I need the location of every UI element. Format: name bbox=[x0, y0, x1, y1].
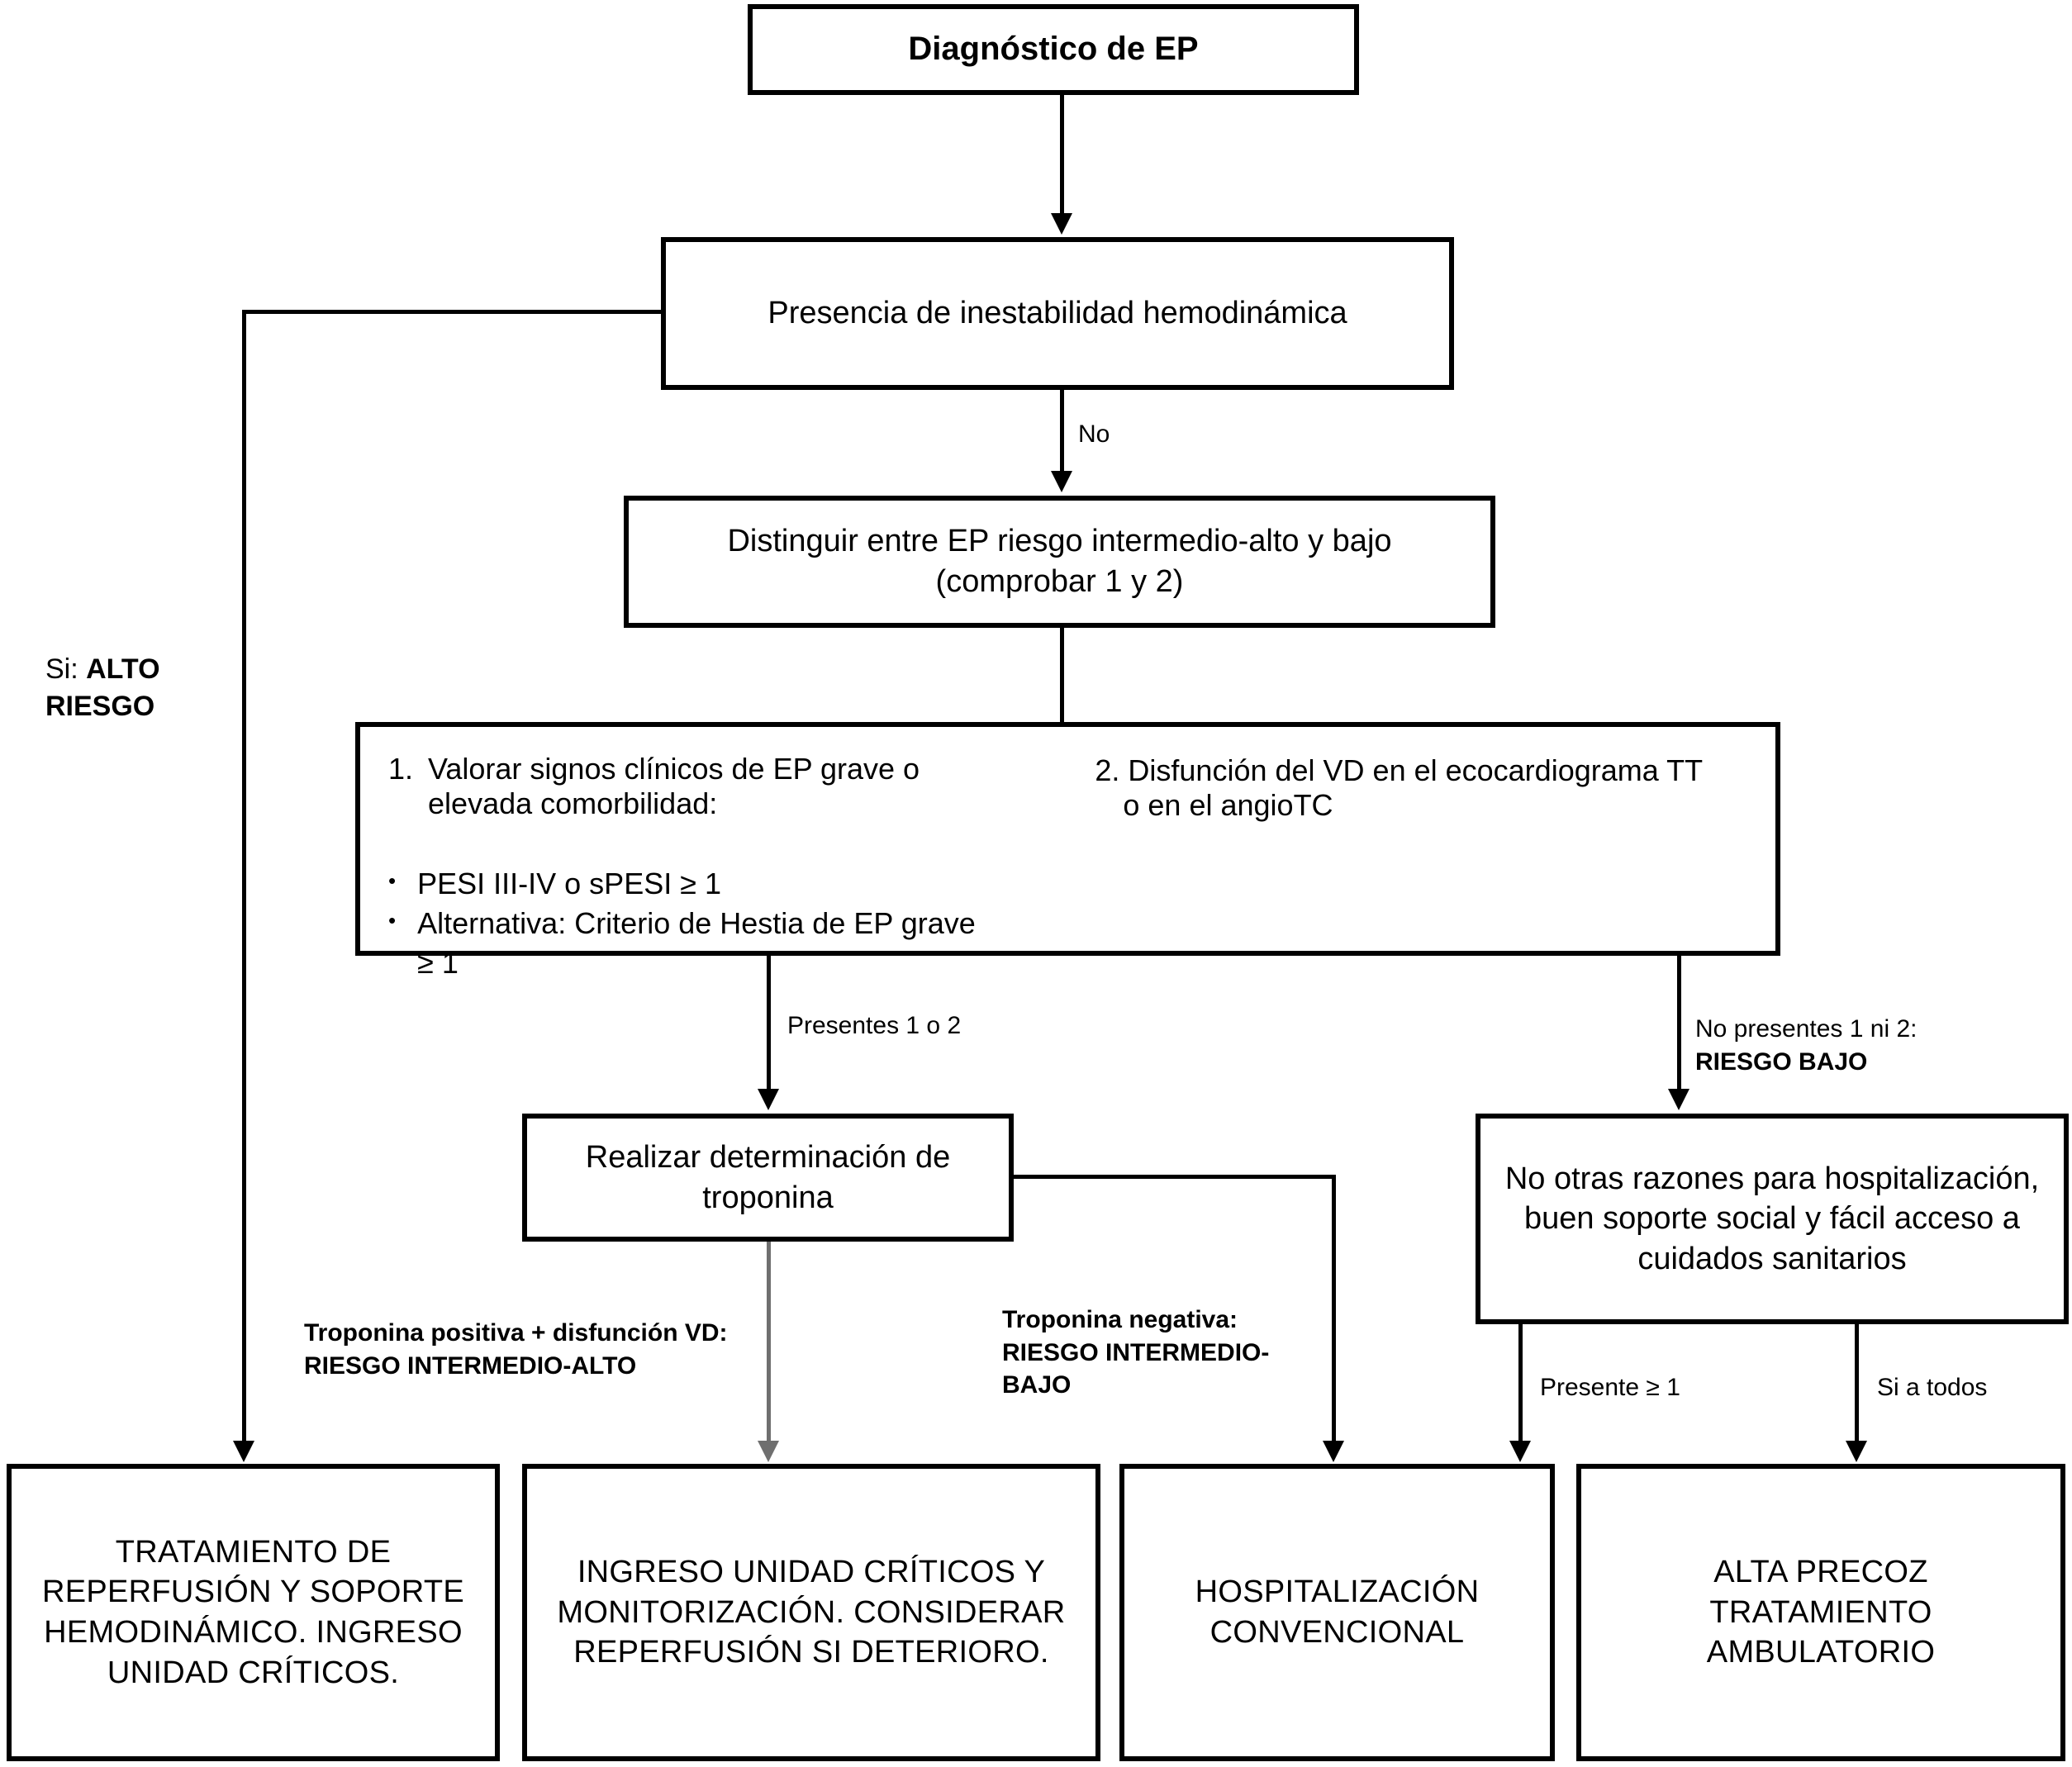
outcome-hosp-line1: HOSPITALIZACIÓN bbox=[1195, 1575, 1480, 1610]
edge-label-no-presentes: No presentes 1 ni 2: RIESGO BAJO bbox=[1695, 1013, 1918, 1078]
edge-label-si-alto-riesgo-line1: Si: ALTO bbox=[45, 653, 160, 685]
box-diagnostico-ep: Diagnóstico de EP bbox=[748, 4, 1359, 95]
bullet-glyph-icon: • bbox=[388, 868, 397, 893]
box-determinacion-troponina: Realizar determinación de troponina bbox=[522, 1114, 1014, 1242]
criterio-1-bullets: • PESI III-IV o sPESI ≥ 1 • Alternativa:… bbox=[388, 864, 1095, 984]
arrowhead-lowrisk-to-alta-precoz-icon bbox=[1846, 1441, 1867, 1462]
criterio-2-line1: 2. Disfunción del VD en el ecocardiogram… bbox=[1095, 753, 1704, 787]
connector-troponina-negativa-vertical bbox=[1332, 1175, 1336, 1443]
criterio-1-bullet-1: • PESI III-IV o sPESI ≥ 1 bbox=[388, 864, 1095, 904]
edge-label-no: No bbox=[1078, 420, 1110, 448]
edge-label-troponina-positiva-line2: RIESGO INTERMEDIO-ALTO bbox=[304, 1351, 637, 1380]
criterio-1-text: Valorar signos clínicos de EP grave o el… bbox=[428, 752, 920, 821]
arrowhead-criteria-to-troponina-icon bbox=[758, 1089, 779, 1110]
box-outcome-icu-monitor-text: INGRESO UNIDAD CRÍTICOS Y MONITORIZACIÓN… bbox=[545, 1552, 1076, 1673]
criterio-1-bullet-1-label: PESI III-IV o sPESI ≥ 1 bbox=[417, 867, 722, 900]
connector-si-alto-riesgo-vertical bbox=[242, 310, 246, 1443]
edge-label-si-a-todos: Si a todos bbox=[1877, 1374, 1988, 1401]
criterio-1-bullet-2-line1: Alternativa: Criterio de Hestia de EP gr… bbox=[417, 906, 976, 941]
outcome-reperfusion-line1: TRATAMIENTO DE bbox=[115, 1534, 392, 1570]
box-troponina-line2: troponina bbox=[702, 1180, 834, 1215]
box-diagnostico-ep-label: Diagnóstico de EP bbox=[908, 31, 1199, 68]
connector-lowrisk-to-alta-precoz bbox=[1855, 1324, 1859, 1443]
arrowhead-si-alto-riesgo-icon bbox=[233, 1441, 254, 1462]
edge-label-troponina-negativa-line3: BAJO bbox=[1002, 1371, 1072, 1399]
box-distinguir-riesgo-line1: Distinguir entre EP riesgo intermedio-al… bbox=[727, 524, 1392, 559]
box-outcome-alta-precoz: ALTA PRECOZ TRATAMIENTO AMBULATORIO bbox=[1576, 1464, 2065, 1761]
edge-label-troponina-negativa-line2: RIESGO INTERMEDIO- bbox=[1002, 1338, 1270, 1366]
outcome-icu-line2: MONITORIZACIÓN. CONSIDERAR bbox=[557, 1594, 1066, 1630]
box-outcome-hospitalizacion: HOSPITALIZACIÓN CONVENCIONAL bbox=[1119, 1464, 1555, 1761]
box-riesgo-bajo-line3: cuidados sanitarios bbox=[1637, 1241, 1907, 1276]
box-outcome-reperfusion: TRATAMIENTO DE REPERFUSIÓN Y SOPORTE HEM… bbox=[7, 1464, 500, 1761]
box-inestabilidad-hemodinamica-label: Presencia de inestabilidad hemodinámica bbox=[767, 296, 1347, 331]
box-criterios: 1. Valorar signos clínicos de EP grave o… bbox=[355, 722, 1780, 980]
box-riesgo-bajo-criterios: No otras razones para hospitalización, b… bbox=[1476, 1114, 2069, 1324]
outcome-alta-line3: AMBULATORIO bbox=[1706, 1635, 1936, 1670]
arrowhead-troponina-negativa-icon bbox=[1323, 1441, 1344, 1462]
box-outcome-hospitalizacion-text: HOSPITALIZACIÓN CONVENCIONAL bbox=[1184, 1572, 1491, 1652]
outcome-reperfusion-line2: REPERFUSIÓN Y SOPORTE bbox=[42, 1575, 464, 1610]
outcome-reperfusion-line4: UNIDAD CRÍTICOS. bbox=[107, 1655, 400, 1690]
outcome-alta-line1: ALTA PRECOZ bbox=[1713, 1555, 1928, 1590]
outcome-icu-line1: INGRESO UNIDAD CRÍTICOS Y bbox=[577, 1555, 1046, 1590]
edge-label-si-alto-riesgo-line2: RIESGO bbox=[45, 690, 155, 722]
connector-criteria-to-troponina bbox=[767, 956, 771, 1092]
criterio-1-bullet-2-line2: ≥ 1 bbox=[417, 946, 459, 981]
criterio-1-line2: elevada comorbilidad: bbox=[428, 786, 718, 820]
box-outcome-icu-monitor: INGRESO UNIDAD CRÍTICOS Y MONITORIZACIÓN… bbox=[522, 1464, 1100, 1761]
box-troponina-line1: Realizar determinación de bbox=[585, 1139, 951, 1175]
arrowhead-criteria-to-lowrisk-icon bbox=[1668, 1089, 1689, 1110]
criterio-2-column: 2. Disfunción del VD en el ecocardiogram… bbox=[1095, 752, 1747, 823]
edge-label-no-presentes-line2: RIESGO BAJO bbox=[1695, 1047, 1868, 1076]
criterio-1: 1. Valorar signos clínicos de EP grave o… bbox=[388, 752, 1095, 821]
outcome-alta-line2: TRATAMIENTO bbox=[1709, 1594, 1932, 1630]
box-distinguir-riesgo-text: Distinguir entre EP riesgo intermedio-al… bbox=[715, 521, 1403, 601]
criterio-1-bullet-2: • Alternativa: Criterio de Hestia de EP … bbox=[388, 904, 1095, 983]
box-riesgo-bajo-criterios-text: No otras razones para hospitalización, b… bbox=[1494, 1159, 2051, 1280]
criterio-1-line1: Valorar signos clínicos de EP grave o bbox=[428, 752, 920, 786]
arrowhead-title-to-hemodynamic-icon bbox=[1051, 213, 1072, 235]
box-riesgo-bajo-line1: No otras razones para hospitalización, bbox=[1504, 1161, 2040, 1196]
edge-label-si-alto-riesgo: Si: ALTO RIESGO bbox=[45, 651, 160, 725]
connector-hemodynamic-left-horizontal bbox=[242, 310, 663, 314]
outcome-reperfusion-line3: HEMODINÁMICO. INGRESO bbox=[44, 1615, 463, 1650]
criterio-2-line2: o en el angioTC bbox=[1123, 788, 1333, 822]
edge-label-no-presentes-line1: No presentes 1 ni 2: bbox=[1695, 1015, 1918, 1043]
box-riesgo-bajo-line2: buen soporte social y fácil acceso a bbox=[1524, 1201, 2020, 1237]
box-distinguir-riesgo-line2: (comprobar 1 y 2) bbox=[935, 564, 1184, 599]
edge-label-troponina-positiva-line1: Troponina positiva + disfunción VD: bbox=[304, 1319, 728, 1347]
arrowhead-lowrisk-to-hospitalizacion-icon bbox=[1509, 1441, 1531, 1462]
criterio-1-bullet-2-label: Alternativa: Criterio de Hestia de EP gr… bbox=[417, 904, 976, 983]
connector-criteria-to-lowrisk bbox=[1677, 956, 1681, 1092]
criterio-1-column: 1. Valorar signos clínicos de EP grave o… bbox=[388, 752, 1095, 984]
connector-troponina-to-icu bbox=[767, 1242, 771, 1443]
edge-label-troponina-negativa-line1: Troponina negativa: bbox=[1002, 1306, 1238, 1333]
box-inestabilidad-hemodinamica: Presencia de inestabilidad hemodinámica bbox=[661, 237, 1454, 390]
arrowhead-hemodynamic-to-distinguish-icon bbox=[1051, 471, 1072, 492]
box-outcome-reperfusion-text: TRATAMIENTO DE REPERFUSIÓN Y SOPORTE HEM… bbox=[31, 1532, 476, 1693]
criterio-1-number: 1. bbox=[388, 752, 414, 786]
edge-label-troponina-positiva: Troponina positiva + disfunción VD: RIES… bbox=[304, 1317, 728, 1382]
box-distinguir-riesgo: Distinguir entre EP riesgo intermedio-al… bbox=[624, 496, 1495, 628]
box-determinacion-troponina-text: Realizar determinación de troponina bbox=[574, 1138, 962, 1218]
edge-label-troponina-negativa: Troponina negativa: RIESGO INTERMEDIO- B… bbox=[1002, 1304, 1269, 1402]
bullet-glyph-icon-2: • bbox=[388, 908, 397, 933]
edge-label-presente-mayor-igual-1: Presente ≥ 1 bbox=[1540, 1374, 1680, 1401]
connector-troponina-right-horizontal bbox=[1014, 1175, 1336, 1179]
box-outcome-alta-precoz-text: ALTA PRECOZ TRATAMIENTO AMBULATORIO bbox=[1695, 1552, 1946, 1673]
connector-lowrisk-to-hospitalizacion bbox=[1518, 1324, 1523, 1443]
arrowhead-troponina-to-icu-icon bbox=[758, 1441, 779, 1462]
connector-hemodynamic-to-distinguish bbox=[1060, 390, 1064, 473]
outcome-icu-line3: REPERFUSIÓN SI DETERIORO. bbox=[573, 1635, 1049, 1670]
edge-label-presentes-1-o-2: Presentes 1 o 2 bbox=[787, 1012, 962, 1039]
connector-title-to-hemodynamic bbox=[1060, 95, 1064, 217]
box-criterios-content: 1. Valorar signos clínicos de EP grave o… bbox=[360, 727, 1775, 980]
outcome-hosp-line2: CONVENCIONAL bbox=[1209, 1615, 1465, 1650]
connector-distinguish-to-criteria bbox=[1060, 628, 1064, 724]
